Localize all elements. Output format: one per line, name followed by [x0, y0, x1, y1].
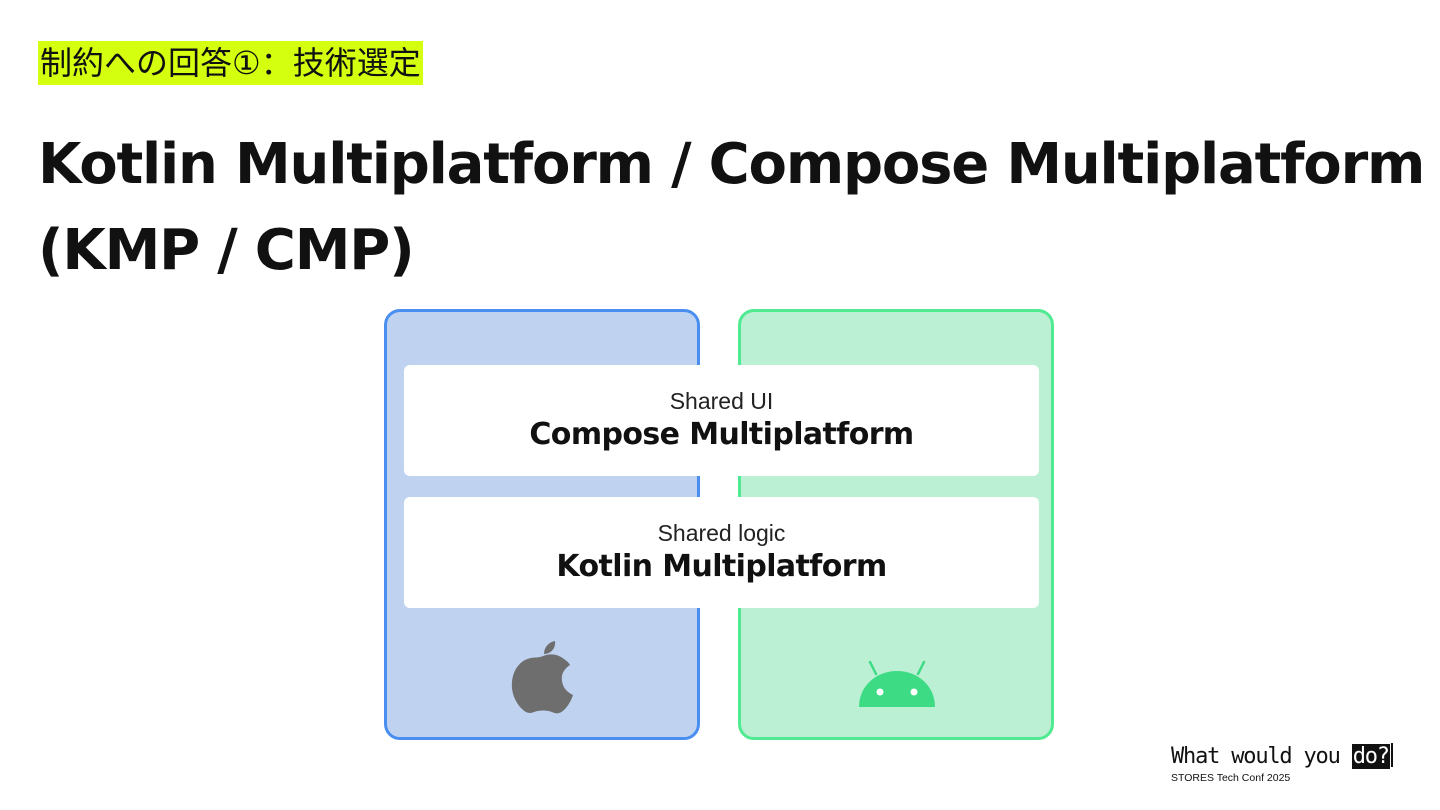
android-icon	[859, 660, 935, 707]
shared-ui-caption: Shared UI	[669, 388, 774, 414]
brand-tagline-prefix: What would you	[1171, 744, 1352, 769]
brand-event-name: STORES Tech Conf 2025	[1171, 772, 1291, 784]
shared-logic-layer: Shared logic Kotlin Multiplatform	[404, 497, 1039, 608]
slide-title-line-1: Kotlin Multiplatform / Compose Multiplat…	[38, 132, 1425, 197]
text-cursor-icon	[1390, 743, 1393, 767]
shared-logic-caption: Shared logic	[657, 520, 786, 546]
section-label: 制約への回答①：技術選定	[38, 41, 423, 85]
apple-icon	[511, 641, 573, 714]
shared-logic-name: Kotlin Multiplatform	[556, 549, 887, 584]
slide-title: Kotlin Multiplatform / Compose Multiplat…	[38, 122, 1425, 294]
brand-tagline: What would you do?	[1171, 742, 1393, 772]
slide-title-line-2: (KMP / CMP)	[38, 218, 415, 283]
shared-ui-name: Compose Multiplatform	[529, 417, 914, 452]
brand-logo: What would you do? STORES Tech Conf 2025	[1171, 742, 1421, 792]
brand-tagline-highlight: do?	[1351, 744, 1390, 769]
shared-ui-layer: Shared UI Compose Multiplatform	[404, 365, 1039, 476]
